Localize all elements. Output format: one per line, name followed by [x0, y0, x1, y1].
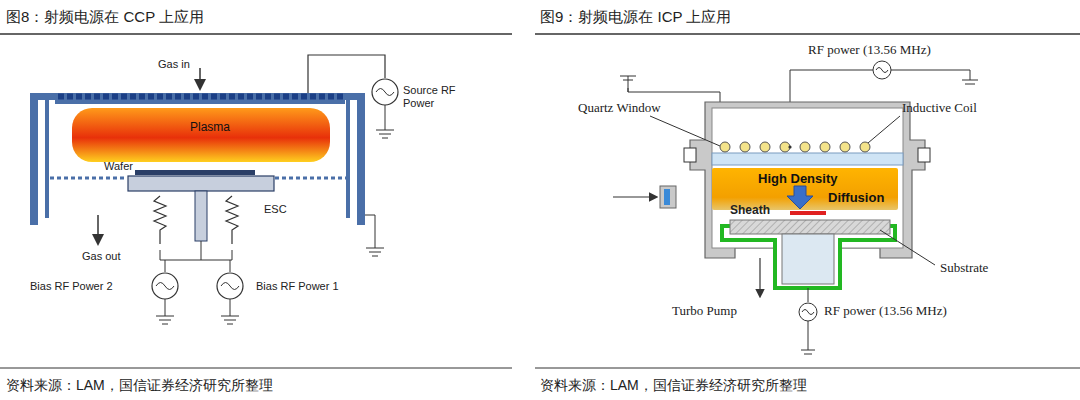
part-label: Substrate	[940, 260, 988, 276]
figure-title: 图9：射频电源在 ICP 上应用	[540, 8, 731, 26]
coil-turn	[720, 142, 730, 152]
coil-turn	[840, 142, 850, 152]
part-label: RF power (13.56 MHz)	[808, 42, 931, 58]
part-label: Turbo Pump	[672, 303, 737, 319]
part-label: Quartz Window	[578, 100, 661, 116]
part-label: ESC	[264, 203, 287, 216]
part-label: Wafer	[104, 160, 133, 173]
coil-windings	[720, 142, 870, 152]
source-rule	[535, 368, 1080, 369]
part-label: Bias RF Power 2	[30, 280, 113, 293]
coil-turn	[760, 142, 770, 152]
part-label: RF power (13.56 MHz)	[824, 303, 947, 319]
diffusion-arrow	[786, 184, 816, 224]
coil-turn	[740, 142, 750, 152]
part-label: Gas in	[158, 58, 190, 71]
source-rule	[0, 368, 512, 369]
region-label: High Density	[758, 171, 837, 186]
source-note: 资料来源：LAM，国信证券经济研究所整理	[540, 377, 807, 394]
plasma-region: Plasma	[72, 108, 330, 162]
figure-title: 图8：射频电源在 CCP 上应用	[6, 8, 204, 26]
part-label: Inductive Coil	[902, 100, 977, 116]
part-label: Gas out	[82, 250, 121, 263]
part-label: Sheath	[730, 203, 770, 217]
region-label: Plasma	[190, 120, 230, 134]
coil-turn	[860, 142, 870, 152]
coil-turn	[800, 142, 810, 152]
coil-feed	[788, 145, 791, 148]
title-rule	[535, 33, 1080, 35]
part-label: Source RF Power	[403, 84, 465, 110]
icp-chamber	[613, 61, 978, 354]
coil-turn	[820, 142, 830, 152]
ccp-chamber	[30, 55, 398, 324]
region-label: Diffusion	[828, 190, 884, 205]
title-rule	[0, 33, 512, 35]
source-note: 资料来源：LAM，国信证券经济研究所整理	[6, 377, 273, 394]
part-label: Bias RF Power 1	[256, 280, 339, 293]
